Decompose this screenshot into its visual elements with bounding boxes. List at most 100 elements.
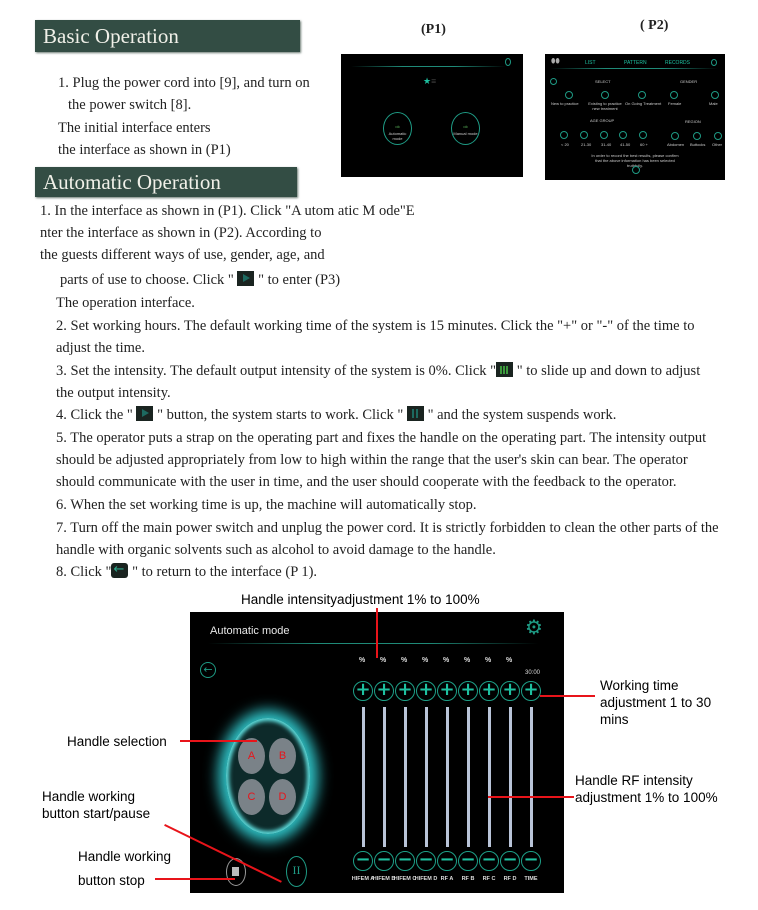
increase-button[interactable]: + [458, 681, 478, 701]
p2-screen: ⬮⬮ LIST PATTERN RECORDS SELECT GENDER Ne… [545, 54, 725, 180]
pause-icon [406, 406, 424, 421]
radio-female[interactable] [670, 91, 678, 99]
radio-region[interactable] [693, 132, 701, 140]
figure-label-p2: ( P2) [640, 18, 669, 33]
back-button[interactable]: ← [200, 662, 216, 678]
percent-label: % [464, 657, 471, 664]
decrease-button[interactable]: − [458, 851, 478, 871]
handle-b[interactable]: B [269, 738, 296, 774]
text-line: 2. Set working hours. The default workin… [56, 318, 695, 334]
play-icon [237, 271, 255, 286]
increase-button[interactable]: + [353, 681, 373, 701]
figure-label-p1: (P1) [421, 22, 446, 37]
text-line: the guests different ways of use, gender… [40, 247, 325, 263]
channel-label: HIFEM A [351, 876, 375, 882]
increase-button[interactable]: + [374, 681, 394, 701]
increase-button[interactable]: + [395, 681, 415, 701]
decrease-button[interactable]: − [353, 851, 373, 871]
text-line: handle with organic solvents such as alc… [56, 542, 496, 558]
channel-label: HIFEM B [372, 876, 396, 882]
text-line: parts of use to choose. Click " " to ent… [60, 271, 341, 288]
intensity-slider[interactable] [425, 707, 428, 847]
text-line: 8. Click " " to return to the interface … [56, 561, 317, 581]
percent-label: % [401, 657, 408, 664]
percent-label: % [485, 657, 492, 664]
percent-label: % [359, 657, 366, 664]
text-line: 3. Set the intensity. The default output… [56, 362, 701, 379]
intensity-slider[interactable] [446, 707, 449, 847]
radio-region[interactable] [671, 132, 679, 140]
radio-age[interactable] [580, 131, 588, 139]
intensity-slider[interactable] [509, 707, 512, 847]
back-icon[interactable] [550, 78, 557, 85]
text-line: 1. In the interface as shown in (P1). Cl… [40, 203, 415, 219]
annotation-stop-b: button stop [78, 873, 145, 888]
increase-button[interactable]: + [437, 681, 457, 701]
radio-age[interactable] [560, 131, 568, 139]
decrease-button[interactable]: − [521, 851, 541, 871]
text-line: should be adjusted appropriately from lo… [56, 452, 688, 468]
decrease-button[interactable]: − [374, 851, 394, 871]
increase-button[interactable]: + [521, 681, 541, 701]
handle-a[interactable]: A [238, 738, 265, 774]
intensity-slider[interactable] [530, 707, 533, 847]
p3-screen: Automatic mode ⚙ ← A B C D II 30:00 % + − H… [190, 612, 564, 893]
decrease-button[interactable]: − [500, 851, 520, 871]
text-line: the output intensity. [56, 385, 171, 401]
time-readout: 30:00 [525, 670, 541, 676]
text-line: The operation interface. [56, 295, 195, 311]
percent-label: % [443, 657, 450, 664]
radio-new[interactable] [565, 91, 573, 99]
increase-button[interactable]: + [479, 681, 499, 701]
channel-label: TIME [524, 876, 538, 882]
section-header-basic: Basic Operation [35, 20, 300, 52]
text-line: 1. Plug the power cord into [9], and tur… [58, 75, 310, 91]
percent-label: % [422, 657, 429, 664]
intensity-slider[interactable] [362, 707, 365, 847]
annotation-start-pause: Handle working button start/pause [42, 789, 151, 821]
tab-list[interactable]: LIST [585, 60, 596, 66]
decrease-button[interactable]: − [416, 851, 436, 871]
handle-c[interactable]: C [238, 779, 265, 815]
radio-male[interactable] [711, 91, 719, 99]
text-line: should communicate with the user in time… [56, 474, 677, 490]
decrease-button[interactable]: − [437, 851, 457, 871]
settings-icon[interactable] [505, 58, 511, 66]
percent-label: % [380, 657, 387, 664]
channel-label: RF B [461, 876, 475, 882]
radio-age[interactable] [600, 131, 608, 139]
channel-label: HIFEM C [393, 876, 417, 882]
text-line: the interface as shown in (P1) [58, 142, 231, 158]
radio-age[interactable] [639, 131, 647, 139]
radio-ongoing[interactable] [638, 91, 646, 99]
play-icon[interactable] [632, 166, 640, 174]
pause-button[interactable]: II [286, 856, 307, 887]
settings-icon[interactable] [711, 59, 717, 66]
intensity-slider[interactable] [404, 707, 407, 847]
increase-button[interactable]: + [500, 681, 520, 701]
percent-label: % [506, 657, 513, 664]
increase-button[interactable]: + [416, 681, 436, 701]
decrease-button[interactable]: − [395, 851, 415, 871]
screen-title: Automatic mode [210, 625, 290, 637]
radio-age[interactable] [619, 131, 627, 139]
handle-d[interactable]: D [269, 779, 296, 815]
text-line: The initial interface enters [58, 120, 211, 136]
intensity-slider[interactable] [383, 707, 386, 847]
tab-pattern[interactable]: PATTERN [624, 60, 647, 66]
radio-existing[interactable] [601, 91, 609, 99]
radio-region[interactable] [714, 132, 722, 140]
intensity-slider[interactable] [467, 707, 470, 847]
channel-label: RF D [503, 876, 517, 882]
decrease-button[interactable]: − [479, 851, 499, 871]
intensity-slider[interactable] [488, 707, 491, 847]
channel-label: HIFEM D [414, 876, 438, 882]
settings-icon[interactable]: ⚙ [525, 615, 543, 639]
text-line: adjust the time. [56, 340, 145, 356]
tab-records[interactable]: RECORDS [665, 60, 691, 66]
text-line: 7. Turn off the main power switch and un… [56, 520, 719, 536]
channel-label: RF A [440, 876, 454, 882]
annotation-stop-a: Handle working [78, 849, 172, 864]
